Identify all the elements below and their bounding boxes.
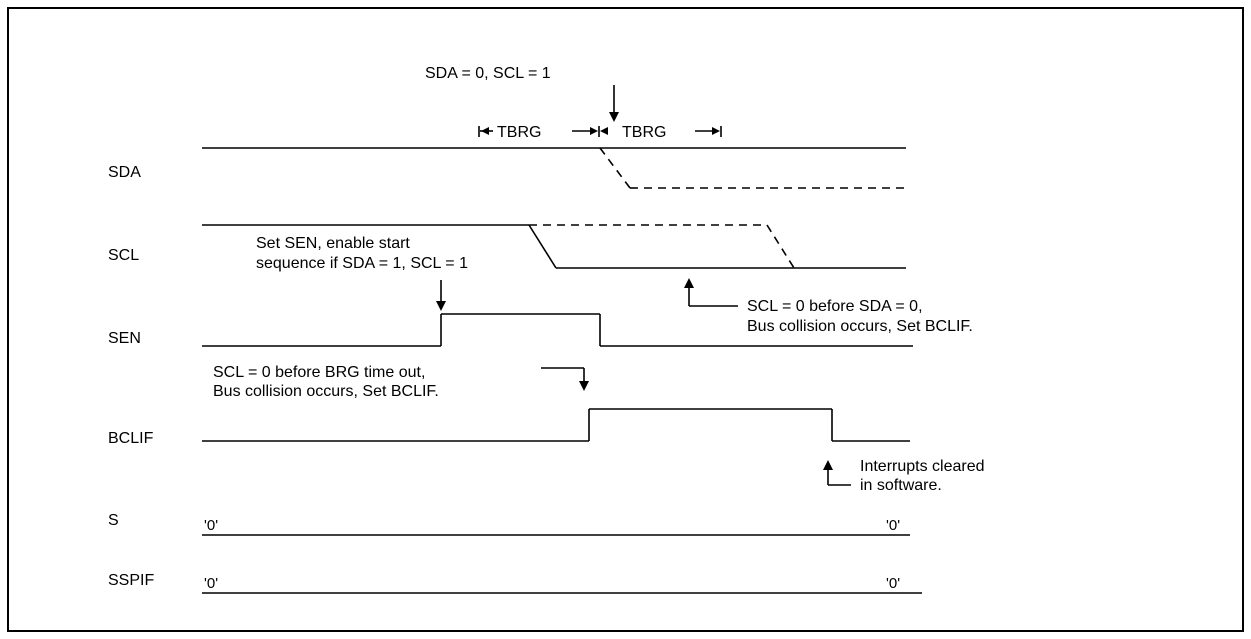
set-sen-note-line2: sequence if SDA = 1, SCL = 1 <box>256 255 468 272</box>
start-condition-label: SDA = 0, SCL = 1 <box>425 65 551 82</box>
interrupts-note-line2: in software. <box>860 477 942 494</box>
bclif-label: BCLIF <box>108 430 154 447</box>
scl-before-sda-note-line2: Bus collision occurs, Set BCLIF. <box>747 318 973 335</box>
scl-before-brg-note-line2: Bus collision occurs, Set BCLIF. <box>213 383 439 400</box>
scl-before-brg-note-line1: SCL = 0 before BRG time out, <box>213 364 425 381</box>
s-label: S <box>108 512 119 529</box>
interrupts-cleared-pointer <box>823 460 851 486</box>
scl-before-brg-arrow <box>541 367 589 391</box>
bclif-waveform <box>202 408 910 442</box>
s-end-level: '0' <box>886 517 900 534</box>
sspif-start-level: '0' <box>204 575 218 592</box>
diagram-frame <box>7 7 1244 632</box>
tbrg-markers <box>478 126 722 137</box>
sspif-label: SSPIF <box>108 572 154 589</box>
sda-waveform <box>202 147 906 189</box>
sda-label: SDA <box>108 164 141 181</box>
tbrg-label-1: TBRG <box>497 124 541 141</box>
scl-label: SCL <box>108 247 139 264</box>
sspif-end-level: '0' <box>886 575 900 592</box>
scl-before-sda-pointer <box>684 278 738 307</box>
start-condition-arrow <box>609 85 619 122</box>
scl-before-sda-note-line1: SCL = 0 before SDA = 0, <box>747 298 923 315</box>
s-start-level: '0' <box>204 517 218 534</box>
set-sen-arrow <box>436 280 446 311</box>
set-sen-note-line1: Set SEN, enable start <box>256 235 410 252</box>
interrupts-note-line1: Interrupts cleared <box>860 458 985 475</box>
sen-waveform <box>202 313 913 347</box>
sen-label: SEN <box>108 330 141 347</box>
scl-waveform <box>202 224 906 269</box>
tbrg-label-2: TBRG <box>622 124 666 141</box>
